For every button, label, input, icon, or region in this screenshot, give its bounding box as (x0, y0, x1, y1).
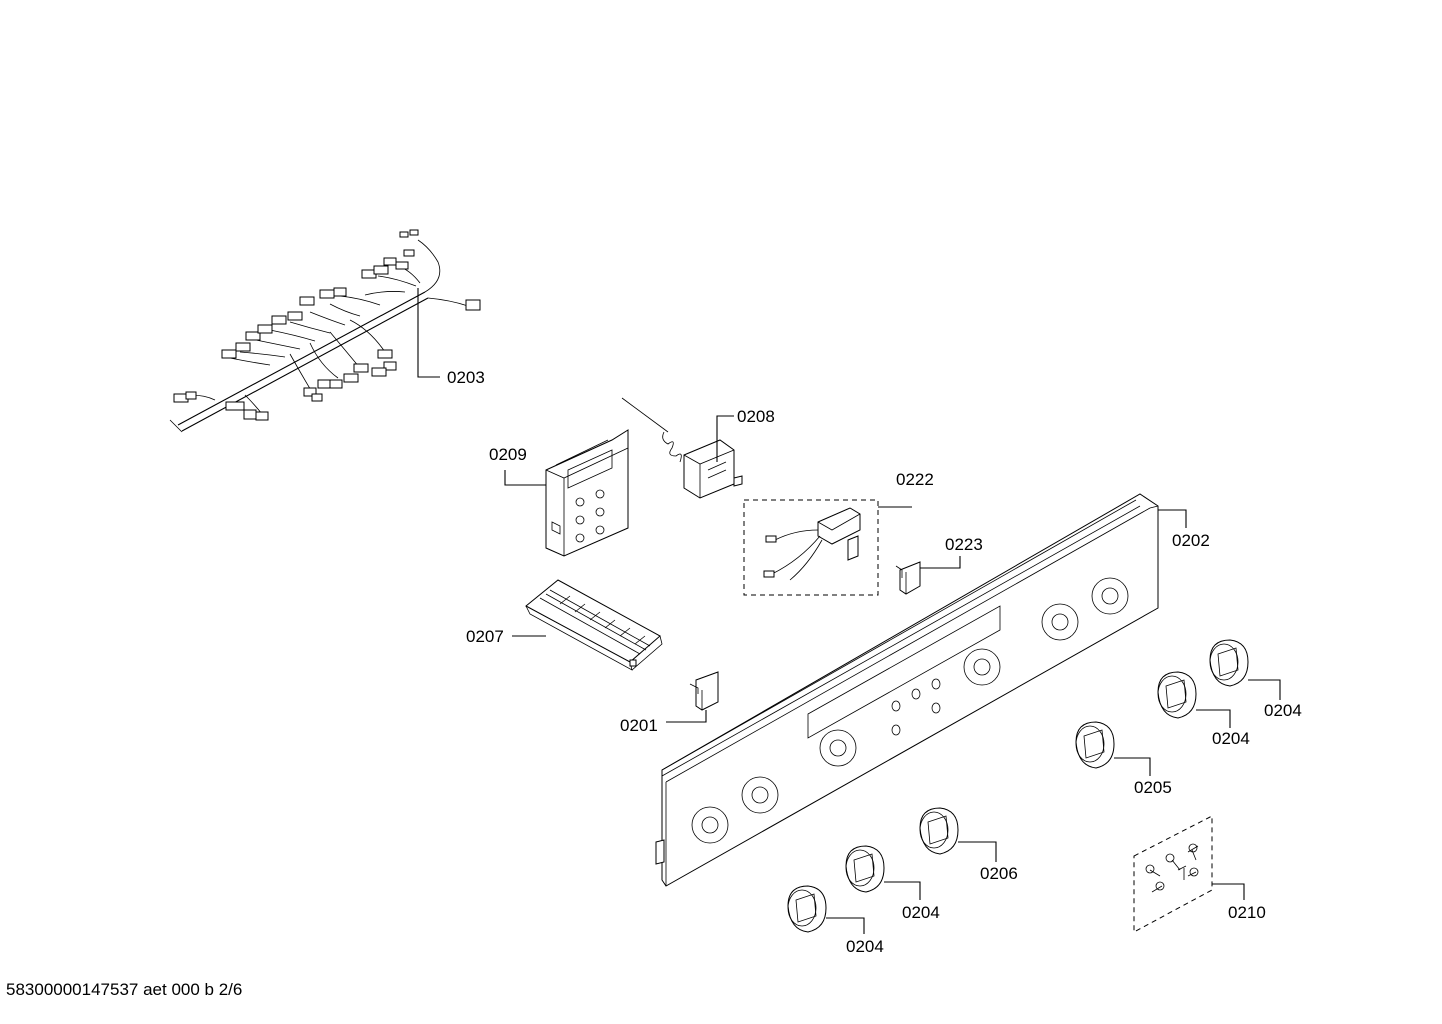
bracket-0201 (689, 671, 719, 711)
knob-0204-c (845, 845, 885, 893)
leader-0204-d (826, 917, 865, 934)
leader-0208 (716, 415, 734, 462)
leader-0210 (1212, 883, 1245, 900)
wiring-harness (169, 229, 481, 433)
leader-0204-a (1248, 679, 1281, 700)
knob-0205 (1075, 721, 1115, 769)
callout-0206: 0206 (980, 864, 1018, 883)
callout-0202: 0202 (1172, 531, 1210, 550)
document-footer-id: 58300000147537 aet 000 b 2/6 (6, 980, 243, 999)
callout-0207: 0207 (466, 627, 504, 646)
panel-indicator-lights (891, 678, 941, 736)
knob-0206 (919, 807, 959, 855)
callout-0205: 0205 (1134, 778, 1172, 797)
callout-0204-b: 0204 (1212, 729, 1250, 748)
electronic-module (545, 429, 629, 557)
leader-0204-b (1196, 709, 1231, 728)
callout-0204-a: 0204 (1264, 701, 1302, 720)
thermostat (621, 397, 743, 499)
leader-0206 (958, 841, 997, 862)
terminal-block (525, 579, 663, 671)
callout-0223: 0223 (945, 535, 983, 554)
knob-0204-b (1157, 671, 1197, 719)
leader-0204-c (884, 881, 921, 900)
callout-0210: 0210 (1228, 903, 1266, 922)
leader-0205 (1114, 757, 1151, 776)
switch-assembly (743, 499, 879, 596)
knob-0204-a (1209, 639, 1249, 687)
callout-0208: 0208 (737, 407, 775, 426)
control-panel (655, 493, 1159, 887)
leader-0201 (666, 710, 707, 723)
callout-0222: 0222 (896, 470, 934, 489)
leader-0223 (920, 556, 961, 569)
callout-0204-d: 0204 (846, 937, 884, 956)
callout-0209: 0209 (489, 445, 527, 464)
callout-0203: 0203 (447, 368, 485, 387)
panel-dials (691, 577, 1129, 844)
bracket-0223 (895, 561, 921, 595)
callout-0204-c: 0204 (902, 903, 940, 922)
screw-set (1133, 815, 1213, 933)
knob-0204-d (787, 885, 827, 933)
leader-0202 (1158, 509, 1187, 528)
leader-0203 (417, 288, 440, 378)
leader-0209 (504, 470, 546, 486)
callout-0201: 0201 (620, 716, 658, 735)
